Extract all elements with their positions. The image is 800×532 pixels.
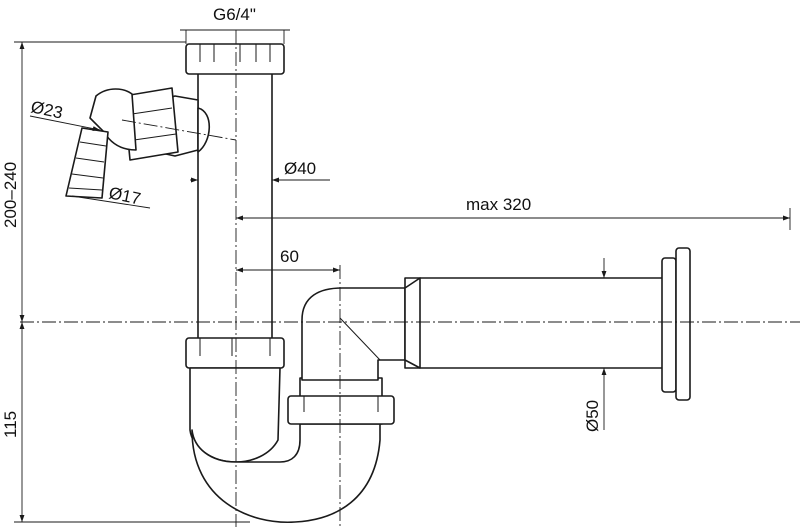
u-bend bbox=[191, 419, 381, 524]
height-range-label: 200–240 bbox=[1, 162, 20, 228]
outlet-diameter-label: Ø50 bbox=[583, 400, 602, 432]
riser-nut bbox=[287, 395, 395, 425]
bottom-height-label: 115 bbox=[1, 411, 20, 438]
side-inlet bbox=[65, 87, 211, 199]
siphon-body bbox=[65, 43, 691, 524]
top-nut bbox=[185, 43, 285, 75]
trap-cup bbox=[189, 367, 281, 463]
hose-diameter-label: Ø17 bbox=[107, 183, 142, 208]
outlet-pipe bbox=[404, 277, 674, 369]
center-lines bbox=[20, 30, 800, 527]
outlet-elbow bbox=[301, 287, 411, 381]
pipe-diameter-label: Ø40 bbox=[284, 159, 316, 178]
offset-label: 60 bbox=[280, 247, 299, 266]
dimension-lines bbox=[14, 29, 791, 523]
lower-nut bbox=[185, 337, 285, 369]
inlet-diameter-label: Ø23 bbox=[29, 97, 64, 122]
max-length-label: max 320 bbox=[466, 195, 531, 214]
wall-flange bbox=[661, 247, 691, 401]
thread-label: G6/4" bbox=[213, 5, 256, 24]
